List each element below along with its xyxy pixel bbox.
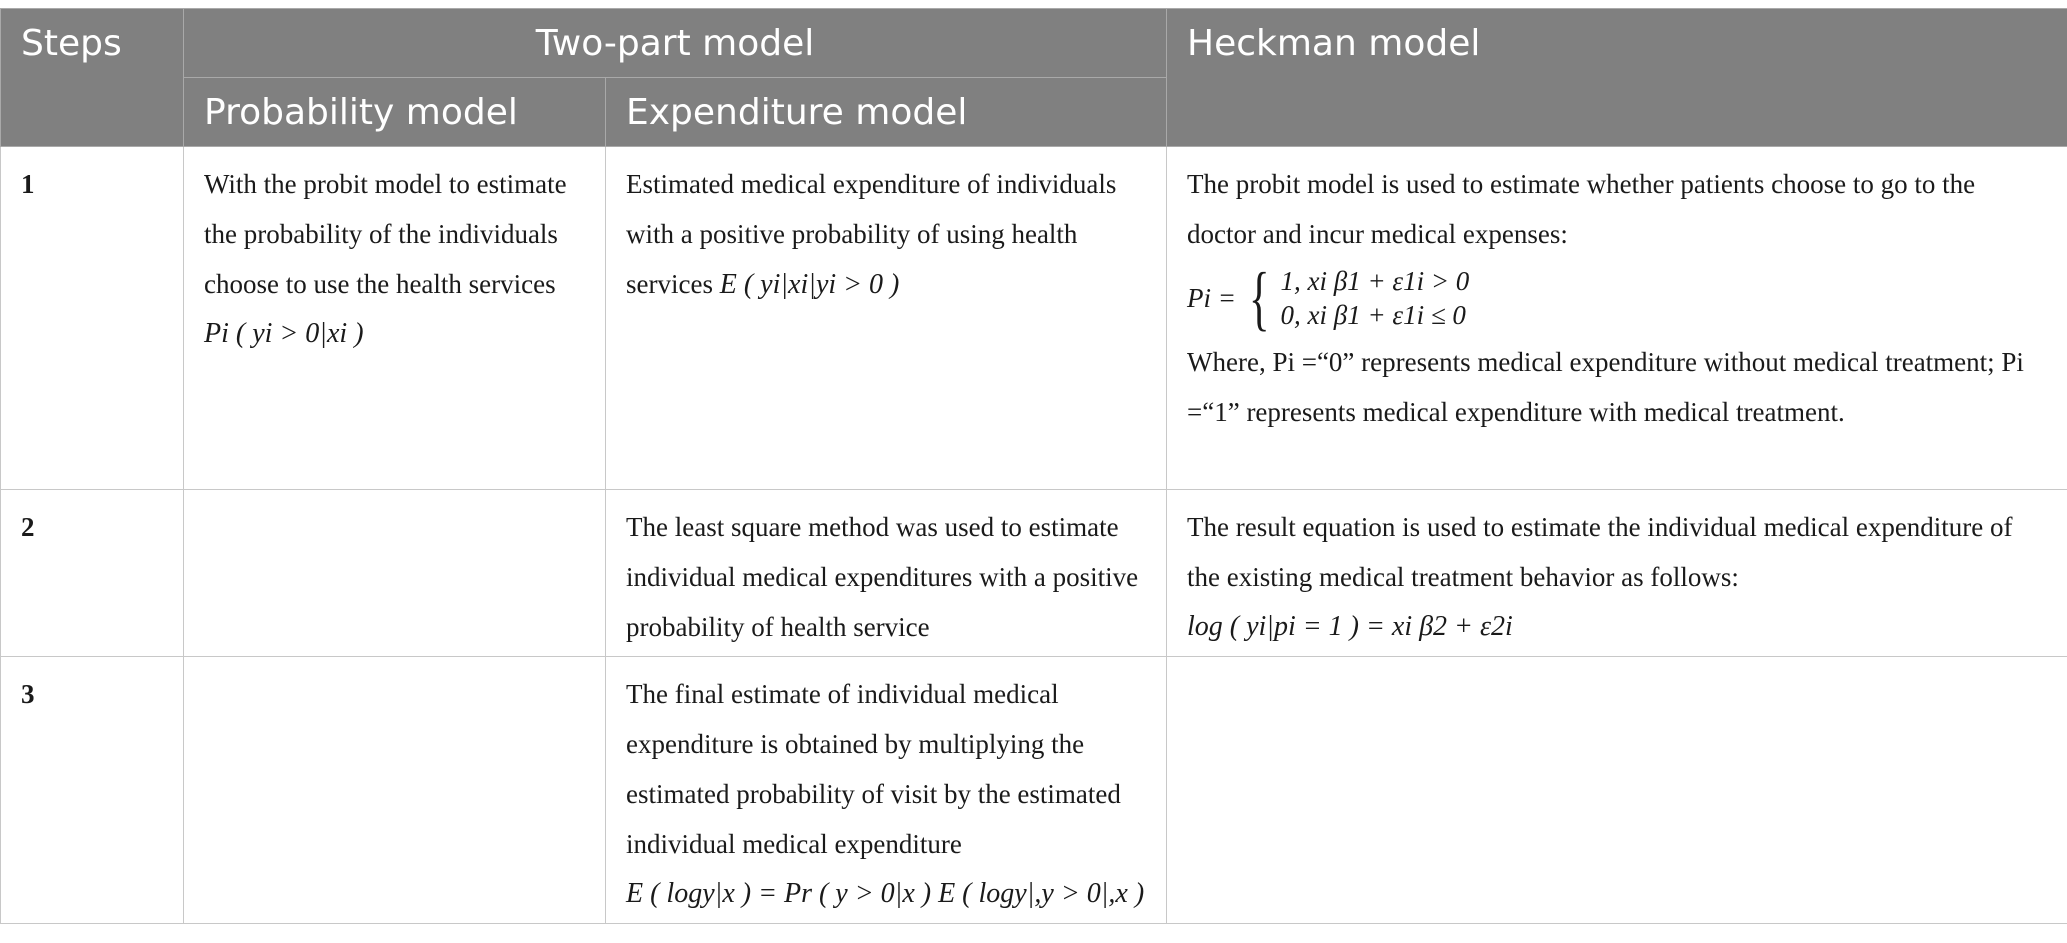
expenditure-formula: E ( logy|x ) = Pr ( y > 0|x ) E ( logy|,… — [626, 878, 1145, 909]
expenditure-cell: Estimated medical expenditure of individ… — [605, 146, 1167, 490]
heckman-formula: log ( yi|pi = 1 ) = xi β2 + ε2i — [1187, 611, 1513, 642]
probability-formula: Pi ( yi > 0|xi ) — [204, 318, 364, 349]
probability-cell: With the probit model to estimate the pr… — [183, 146, 606, 490]
table-row: 1 With the probit model to estimate the … — [0, 146, 2067, 490]
header-heckman-model: Heckman model — [1166, 8, 2067, 147]
expenditure-cell: The final estimate of individual medical… — [605, 656, 1167, 924]
expenditure-text: Estimated medical expenditure of individ… — [626, 169, 1117, 299]
header-steps: Steps — [0, 8, 184, 147]
table-row: 2 The least square method was used to es… — [0, 489, 2067, 657]
header-expenditure-model: Expenditure model — [605, 77, 1167, 147]
piecewise-case-one: 1, xi β1 + ε1i > 0 — [1280, 266, 1470, 296]
heckman-note: Where, Pi =“0” represents medical expend… — [1187, 347, 2024, 427]
models-comparison-table: Steps Two-part model Heckman model Proba… — [0, 8, 2067, 924]
expenditure-text: The final estimate of individual medical… — [626, 679, 1121, 859]
probability-cell — [183, 656, 606, 924]
heckman-text: The probit model is used to estimate whe… — [1187, 169, 1976, 249]
piecewise-cases: 1, xi β1 + ε1i > 0 0, xi β1 + ε1i ≤ 0 — [1281, 264, 1470, 332]
step-number: 3 — [0, 656, 184, 924]
expenditure-text: The least square method was used to esti… — [626, 512, 1139, 642]
header-row-sub: Probability model Expenditure model — [1, 77, 2067, 147]
header-row-top: Steps Two-part model Heckman model — [0, 8, 2067, 147]
heckman-text: The result equation is used to estimate … — [1187, 512, 2013, 592]
header-probability-model: Probability model — [183, 77, 606, 147]
heckman-cell: The result equation is used to estimate … — [1166, 489, 2067, 657]
heckman-cell: The probit model is used to estimate whe… — [1166, 146, 2067, 490]
header-two-part-model: Two-part model — [183, 8, 1167, 78]
step-number: 1 — [0, 146, 184, 490]
probability-cell — [183, 489, 606, 657]
expenditure-formula: E ( yi|xi|yi > 0 ) — [719, 269, 900, 300]
table-body: 1 With the probit model to estimate the … — [0, 146, 2067, 924]
piecewise-case-zero: 0, xi β1 + ε1i ≤ 0 — [1280, 300, 1466, 330]
table-header: Steps Two-part model Heckman model Proba… — [0, 8, 2067, 147]
expenditure-cell: The least square method was used to esti… — [605, 489, 1167, 657]
table-row: 3 The final estimate of individual medic… — [0, 656, 2067, 924]
heckman-cell — [1166, 656, 2067, 924]
piecewise-lhs: Pi = — [1187, 283, 1236, 313]
step-number: 2 — [0, 489, 184, 657]
brace-symbol: { — [1248, 258, 1270, 338]
probability-text: With the probit model to estimate the pr… — [204, 169, 567, 299]
piecewise-formula: Pi = { 1, xi β1 + ε1i > 0 0, xi β1 + ε1i… — [1187, 258, 2047, 338]
